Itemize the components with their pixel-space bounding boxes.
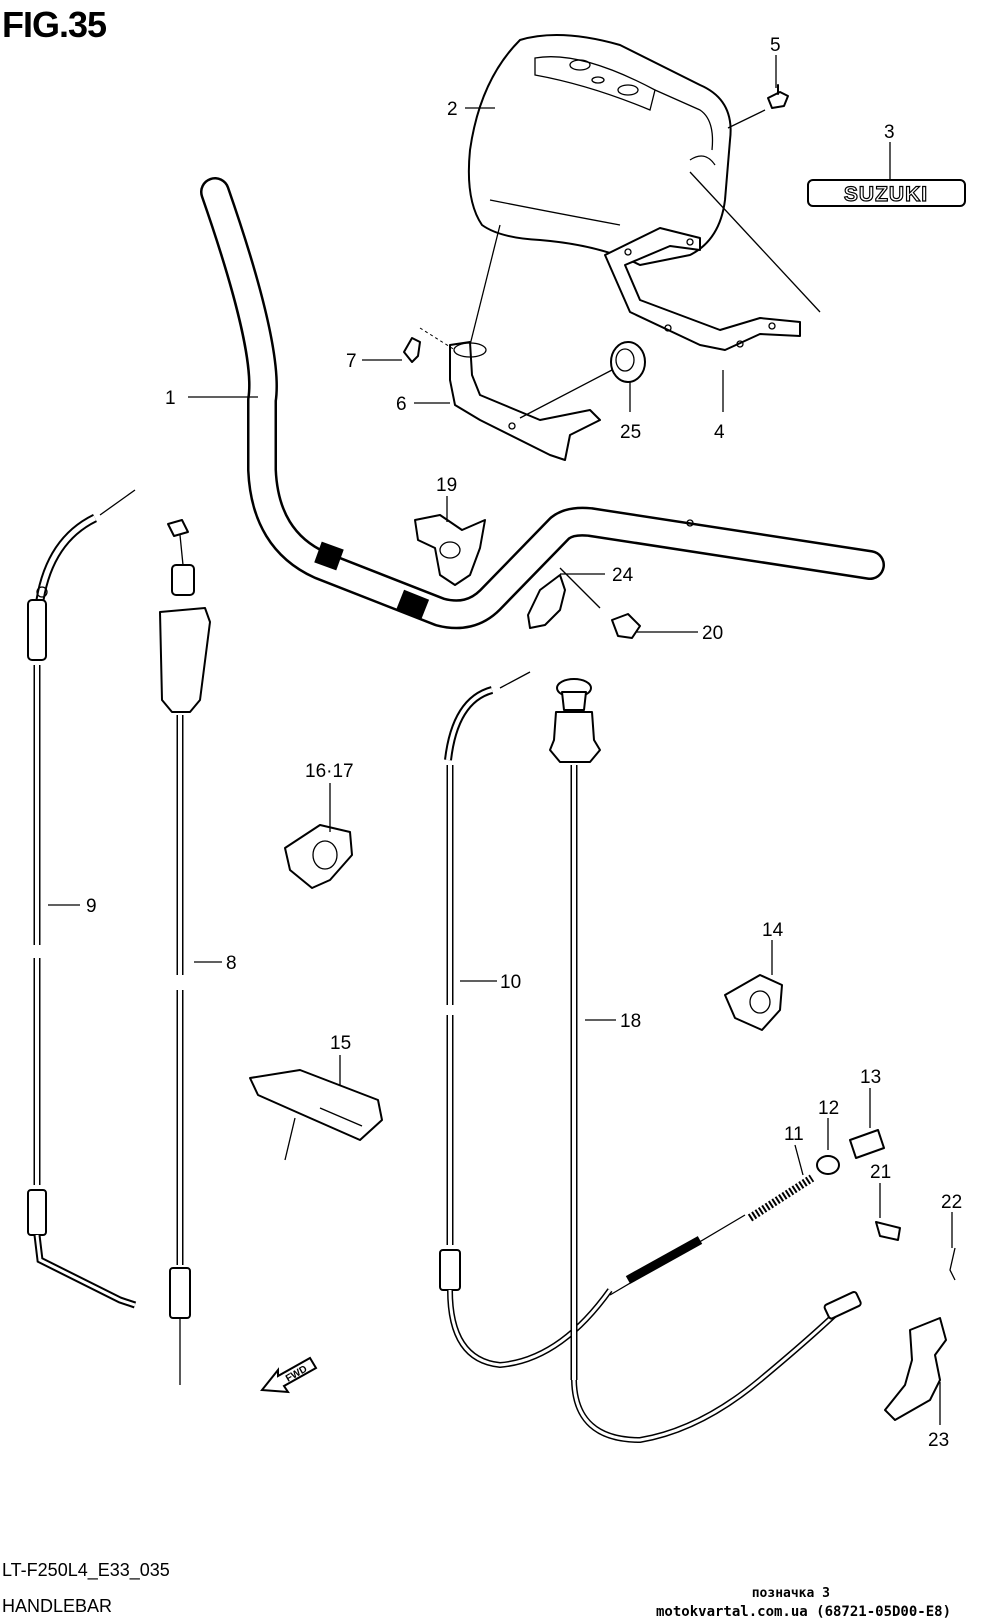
part-6-lower-bracket [449,341,601,461]
suzuki-logo-text: SUZUKI [844,183,928,206]
callout-24: 24 [612,565,634,586]
callout-1: 1 [165,388,176,409]
callout-15: 15 [330,1033,351,1054]
callout-19: 19 [436,475,457,496]
callout-12: 12 [818,1098,839,1119]
figure-name: HANDLEBAR [2,1596,113,1616]
part-1-handlebar [200,177,885,630]
callout-5: 5 [770,35,781,56]
part-10-cable [439,671,613,1369]
part-2-handlebar-cover [467,34,732,266]
callout-3: 3 [884,122,895,143]
figure-title: FIG.35 [2,4,107,45]
callout-10: 10 [500,972,521,993]
part-3-suzuki-emblem: SUZUKI [807,179,966,207]
part-19-holder [414,514,486,586]
callout-14: 14 [762,920,784,941]
part-21-bolt [875,1221,901,1241]
callout-25: 25 [620,422,641,443]
callout-20: 20 [702,623,723,644]
callout-9: 9 [86,896,97,917]
callout-21: 21 [870,1162,891,1183]
part-13-bolt [849,1129,885,1159]
watermark-line-1: позначка 3 [751,1586,830,1601]
part-25-grommet [610,341,646,383]
part-12-collar [816,1155,840,1175]
part-23-lever [884,1317,947,1421]
part-15-bracket [249,1069,383,1161]
part-16-17-clamp [284,824,353,889]
part-22-pin [949,1247,956,1281]
callout-11: 11 [784,1124,804,1145]
model-code: LT-F250L4_E33_035 [2,1560,170,1580]
part-8-cable [159,519,211,1385]
part-14-clamp [724,974,783,1031]
watermark-line-2: motokvartal.com.ua (68721-05D00-E8) [656,1604,952,1620]
callout-22: 22 [941,1192,962,1213]
callout-18: 18 [620,1011,641,1032]
part-4-bracket [604,227,801,351]
alignment-lines [419,109,821,609]
callout-6: 6 [396,394,407,415]
callout-8: 8 [226,953,237,974]
leader-lines [48,55,953,1425]
fwd-arrow-icon: FWD [260,1356,318,1394]
part-20-bolt [611,613,641,639]
part-7-clip [403,337,421,363]
callout-4: 4 [714,422,725,443]
part-18-choke-cable [549,678,862,1444]
callout-13: 13 [860,1067,881,1088]
callout-23: 23 [928,1430,949,1451]
callout-7: 7 [346,351,357,372]
part-9-cable [27,489,137,1309]
callout-2: 2 [447,99,458,120]
callout-16-17: 16·17 [305,761,354,782]
part-5-screw [767,84,789,109]
callout-labels: 1 2 3 4 5 6 7 8 9 10 11 12 13 14 15 16·1… [86,35,962,1451]
fwd-label: FWD [284,1364,309,1385]
part-11-spring [609,1174,815,1296]
part-24-clamp [527,574,566,629]
